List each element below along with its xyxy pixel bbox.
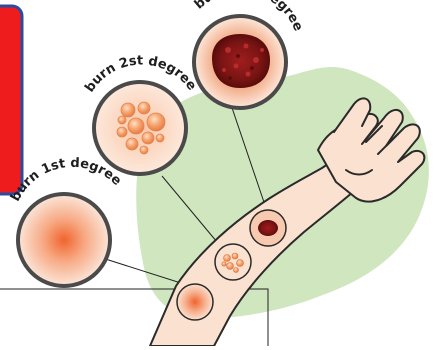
third-degree-circle <box>194 16 286 108</box>
arm-spot-2nd <box>215 244 251 280</box>
first-degree-circle <box>18 194 110 286</box>
arm-spot-1st <box>177 284 213 320</box>
second-degree-circle <box>94 82 186 174</box>
red-banner <box>0 6 22 194</box>
